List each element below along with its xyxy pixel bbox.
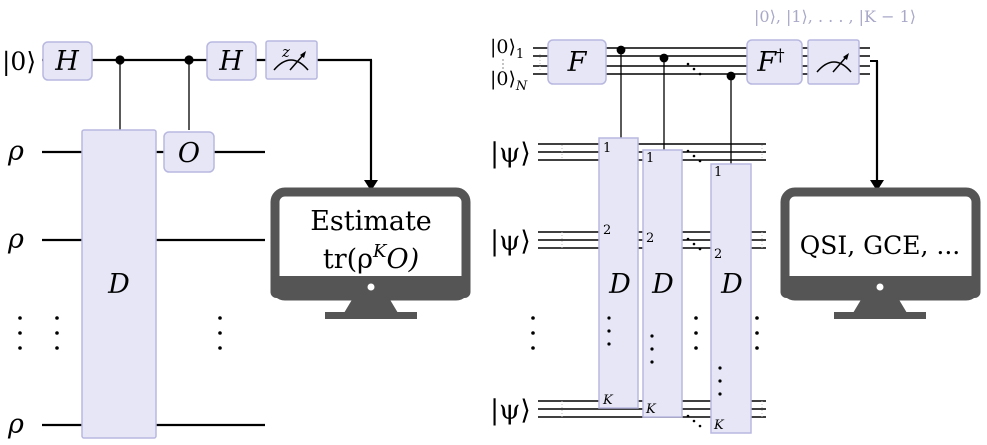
trace-prefix: tr(ρ [323,244,373,275]
trace-suffix: O) [386,244,419,275]
vertical-ellipsis [531,316,759,396]
d-gate-label: D [720,269,743,300]
d-gate [598,137,639,409]
o-gate-label: O [178,138,200,169]
meter-needle-tip-icon [300,51,306,58]
port-label: 2 [714,247,722,262]
arrow-head [364,180,378,191]
port-label: 2 [646,231,654,246]
port-label: K [645,402,657,417]
meter-needle-icon [832,55,848,73]
diagonal-ellipsis [686,62,702,428]
port-label: 1 [714,165,722,180]
monitor-text: QSI, GCE, ... [800,231,960,260]
inverse-fourier-gate-label: F† [756,46,785,78]
d-gate-label: D [651,269,674,300]
control-dot [184,55,194,65]
psi-label: |ψ⟩ [490,226,531,257]
monitor-text-line2: tr(ρKO) [323,241,419,275]
result-monitor: QSI, GCE, ... [780,187,981,319]
psi-label: |ψ⟩ [490,395,531,426]
h-gate-label: H [218,46,243,77]
left-circuit: H H z D O |0⟩ ρ ρ ρ Estimate [2,40,471,440]
port-labels: 1 2 K 1 2 K 1 2 K [602,141,725,433]
fourier-gate [547,39,607,85]
right-circuit: |0⟩, |1⟩, . . . , |K − 1⟩ F F† [490,7,981,434]
rho-label: ρ [7,224,24,255]
faint-separators [539,54,763,417]
h-gate [42,41,93,81]
meter-needle-icon [289,53,305,71]
rho-label: ρ [7,409,24,440]
control-dot [616,45,626,55]
inverse-fourier-gate [746,39,803,85]
h-gate [206,41,257,81]
power-button-icon [876,283,884,291]
port-label: 2 [603,223,611,238]
meter-needle-tip-icon [843,53,849,60]
d-gate [81,129,157,439]
ancilla-dots [502,59,504,69]
power-button-icon [367,283,375,291]
control-dot [726,71,736,81]
d-gate-label: D [107,269,130,300]
vertical-ellipsis [18,316,222,350]
basis-label: |0⟩, |1⟩, . . . , |K − 1⟩ [754,7,916,26]
monitor-text-line1: Estimate [310,206,432,237]
h-gate-label: H [54,46,79,77]
d-gate-label: D [608,269,631,300]
ancilla-label-bottom: |0⟩N [490,68,528,94]
d-gate [710,163,752,434]
o-gate [163,131,215,173]
port-label: 1 [646,151,654,166]
port-label: K [602,393,614,408]
meter-icon [816,61,852,73]
trace-exponent: K [372,241,388,262]
arrow-head [870,180,884,191]
control-dot [115,55,125,65]
rho-label: ρ [7,136,24,167]
fourier-gate-label: F [567,47,588,78]
monitor-stand [344,298,398,313]
meter-icon [273,59,309,71]
control-input-label: |0⟩ [2,47,36,77]
monitor-stand [853,298,907,313]
psi-label: |ψ⟩ [490,138,531,169]
monitor-base [325,312,417,319]
port-label: 1 [603,141,611,156]
ancilla-label-top: |0⟩1 [490,36,524,62]
estimate-monitor: Estimate tr(ρKO) [270,187,471,319]
measurement-basis-label: z [281,43,290,61]
port-label: K [713,418,725,433]
monitor-base [834,312,926,319]
d-gate [642,149,683,418]
control-dot [659,53,669,63]
